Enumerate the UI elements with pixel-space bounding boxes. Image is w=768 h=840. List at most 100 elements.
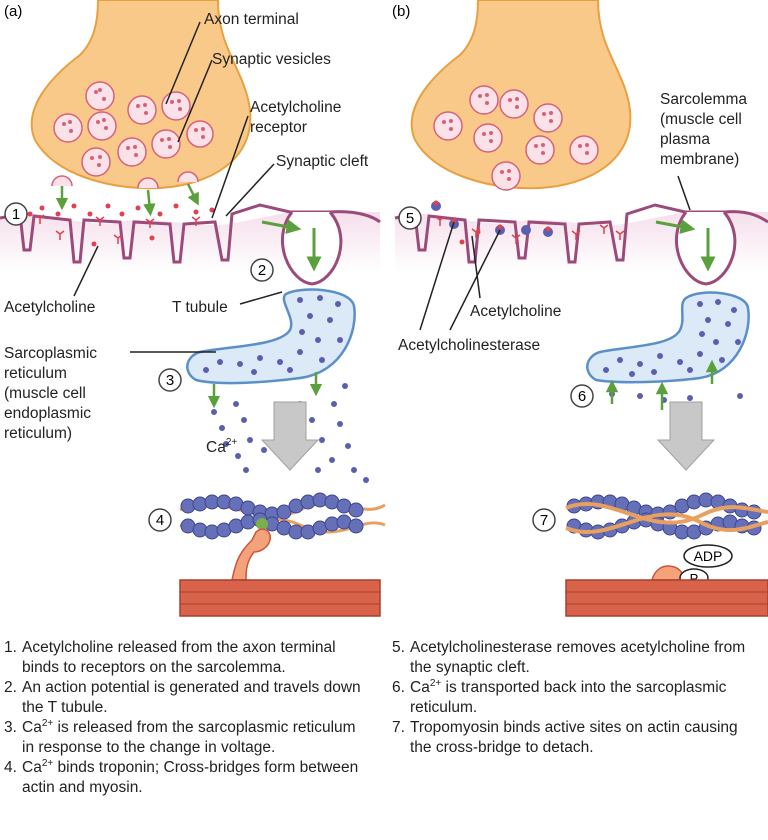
step-ca: Ca bbox=[410, 679, 430, 696]
t-tubule-a bbox=[281, 211, 343, 286]
vesicle-dots-a bbox=[62, 88, 205, 167]
marker-6: 6 bbox=[570, 384, 594, 408]
label-sr-4: endoplasmic bbox=[4, 405, 91, 422]
ap-arrow-right-b bbox=[655, 219, 696, 234]
step-markers: 1 2 3 4 5 6 7 bbox=[4, 202, 594, 532]
fusing-vesicles-a bbox=[51, 171, 199, 189]
step-text: is transported back into the sarcoplasmi… bbox=[410, 679, 727, 716]
labels-a: Axon terminal Synaptic vesicles Acetylch… bbox=[4, 11, 369, 456]
thin-filament-b bbox=[565, 492, 768, 540]
grey-arrow-b bbox=[656, 401, 716, 471]
label-axon-terminal: Axon terminal bbox=[204, 11, 299, 28]
thin-filament-a bbox=[179, 492, 386, 540]
marker-7: 7 bbox=[532, 508, 556, 532]
svg-text:3: 3 bbox=[166, 372, 174, 389]
myosin-filament-b bbox=[565, 579, 768, 617]
vesicle-dots-b bbox=[442, 93, 589, 181]
marker-1: 1 bbox=[4, 202, 28, 226]
marker-2: 2 bbox=[250, 258, 274, 282]
svg-text:2: 2 bbox=[258, 262, 266, 279]
step-number: 2. bbox=[4, 679, 17, 696]
label-ach-receptor-2: receptor bbox=[250, 119, 307, 136]
steps-list-right: 5. Acetylcholinesterase removes acetylcho… bbox=[392, 638, 762, 758]
label-ach-receptor-1: Acetylcholine bbox=[250, 99, 341, 116]
adp-bubble bbox=[683, 544, 733, 568]
step-ca-charge: 2+ bbox=[41, 717, 54, 729]
t-tubule-b bbox=[675, 211, 737, 286]
step-ca-charge: 2+ bbox=[41, 757, 54, 769]
release-arrow-2 bbox=[143, 189, 156, 217]
step-text: Acetylcholinesterase removes acetylcholi… bbox=[410, 639, 746, 676]
grey-arrow-a bbox=[260, 401, 320, 471]
ap-arrow-right-a bbox=[261, 219, 302, 234]
ach-dots-b bbox=[459, 229, 481, 245]
step-number: 3. bbox=[4, 719, 17, 736]
label-synaptic-cleft: Synaptic cleft bbox=[276, 153, 369, 170]
step-item: 5. Acetylcholinesterase removes acetylcho… bbox=[392, 638, 762, 678]
step-item: 2. An action potential is generated and t… bbox=[4, 678, 364, 718]
svg-text:6: 6 bbox=[578, 388, 586, 405]
label-acetylcholine-a: Acetylcholine bbox=[4, 299, 95, 316]
label-calcium: Ca2+ bbox=[206, 437, 237, 456]
step-number: 1. bbox=[4, 639, 17, 656]
sarcoplasmic-reticulum-b bbox=[586, 291, 750, 384]
step-text: binds troponin; Cross-bridges form betwe… bbox=[22, 759, 359, 796]
panel-a: (a) bbox=[0, 0, 386, 617]
label-p: P bbox=[690, 571, 699, 586]
svg-text:4: 4 bbox=[156, 512, 164, 529]
label-sarcolemma-1: Sarcolemma bbox=[660, 91, 747, 108]
leader-lines-b bbox=[419, 175, 691, 331]
panel-b: (b) bbox=[392, 0, 768, 617]
step-item: 4.Ca2+ binds troponin; Cross-bridges for… bbox=[4, 758, 364, 798]
label-t-tubule: T tubule bbox=[172, 299, 228, 316]
label-acetylcholine-b: Acetylcholine bbox=[470, 303, 561, 320]
step-item: 3. Ca2+ is released from the sarcoplasmic… bbox=[4, 718, 364, 758]
ach-receptors-a bbox=[35, 214, 201, 244]
label-adp: ADP bbox=[694, 548, 723, 564]
sarcoplasmic-reticulum-a bbox=[186, 288, 356, 385]
label-sarcolemma-3: plasma bbox=[660, 131, 710, 148]
svg-text:5: 5 bbox=[406, 210, 414, 227]
sr-calcium-a bbox=[203, 295, 343, 375]
returning-calcium-b bbox=[609, 391, 743, 403]
label-sarcolemma-2: (muscle cell bbox=[660, 111, 742, 128]
sarcolemma-a bbox=[0, 203, 381, 264]
myosin-filament-a bbox=[179, 579, 381, 617]
sr-calcium-b bbox=[603, 299, 741, 377]
marker-5: 5 bbox=[398, 206, 422, 230]
svg-text:7: 7 bbox=[540, 512, 548, 529]
acetylcholine-molecules-a bbox=[27, 203, 215, 247]
step-ca: Ca bbox=[22, 759, 42, 776]
step-number: 5. bbox=[392, 639, 405, 656]
step-ca-charge: 2+ bbox=[429, 677, 442, 689]
label-sr-3: (muscle cell bbox=[4, 385, 86, 402]
step-text: An action potential is generated and tra… bbox=[22, 679, 361, 716]
step-item: 7. Tropomyosin binds active sites on acti… bbox=[392, 718, 762, 758]
label-synaptic-vesicles: Synaptic vesicles bbox=[212, 51, 331, 68]
label-sr-5: reticulum) bbox=[4, 425, 72, 442]
panel-label-b: (b) bbox=[392, 3, 410, 20]
leader-lines-a bbox=[73, 21, 283, 353]
sarcolemma-b bbox=[394, 203, 768, 264]
steps-list-left: 1.Acetylcholine released from the axon t… bbox=[4, 638, 364, 798]
labels-b: Sarcolemma (muscle cell plasma membrane)… bbox=[398, 91, 747, 354]
myosin-head-a bbox=[231, 528, 271, 581]
step-item: 6. Ca2+ is transported back into the sarc… bbox=[392, 678, 762, 718]
marker-4: 4 bbox=[148, 508, 172, 532]
step-number: 6. bbox=[392, 679, 405, 696]
myosin-head-b bbox=[651, 565, 685, 581]
label-sr-1: Sarcoplasmic bbox=[4, 345, 97, 362]
neuromuscular-diagram: (a) bbox=[0, 0, 768, 617]
release-arrow-3 bbox=[186, 183, 199, 206]
vesicles-a bbox=[53, 81, 214, 177]
step-ca: Ca bbox=[22, 719, 42, 736]
panel-label-a: (a) bbox=[4, 3, 22, 20]
step-text: Tropomyosin binds active sites on actin … bbox=[410, 719, 738, 756]
label-sr-2: reticulum bbox=[4, 365, 67, 382]
svg-text:1: 1 bbox=[12, 206, 20, 223]
label-acetylcholinesterase: Acetylcholinesterase bbox=[398, 337, 540, 354]
marker-3: 3 bbox=[158, 368, 182, 392]
step-text: is released from the sarcoplasmic reticu… bbox=[22, 719, 356, 756]
step-number: 7. bbox=[392, 719, 405, 736]
vesicles-b bbox=[433, 85, 599, 191]
